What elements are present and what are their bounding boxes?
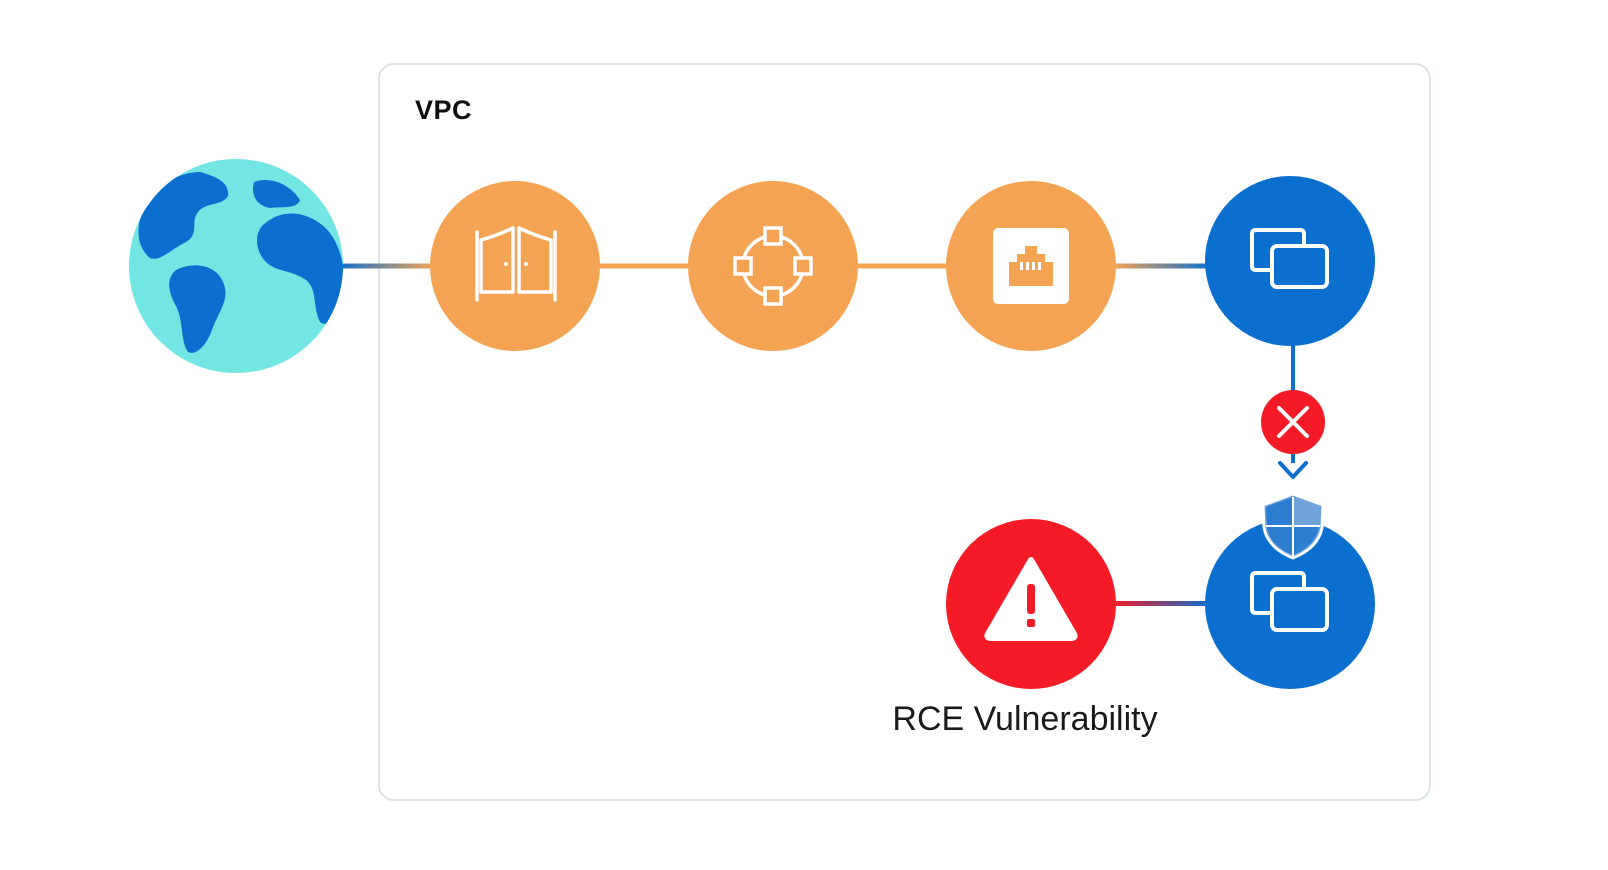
blocked-marker (1261, 390, 1325, 454)
connector-vuln-instance (1112, 601, 1212, 606)
arrow-down-icon (1278, 461, 1308, 479)
router-node[interactable] (688, 181, 858, 351)
windows-icon (1250, 571, 1329, 632)
warning-icon (984, 557, 1078, 641)
vulnerability-node[interactable] (946, 519, 1116, 689)
connector-internet-gateway (335, 263, 435, 269)
connector-interface-instance (1112, 263, 1212, 269)
windows-icon (1250, 228, 1329, 289)
gate-icon (475, 226, 557, 302)
connector-router-interface (853, 263, 953, 269)
instance-node-2[interactable] (1205, 519, 1375, 689)
gateway-node[interactable] (430, 181, 600, 351)
x-icon (1277, 406, 1309, 438)
connector-gateway-router (595, 263, 695, 269)
instance-node-1[interactable] (1205, 176, 1375, 346)
vpc-label: VPC (415, 95, 473, 125)
globe-icon (129, 159, 343, 373)
ethernet-port-icon (993, 228, 1069, 304)
network-node-icon (733, 226, 813, 306)
shield-icon (1261, 492, 1325, 560)
network-interface-node[interactable] (946, 181, 1116, 351)
vulnerability-label: RCE Vulnerability (892, 700, 1158, 738)
